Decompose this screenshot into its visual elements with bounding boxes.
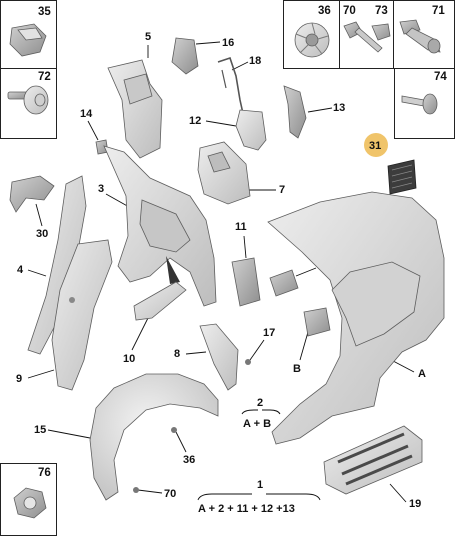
- part-18[interactable]: 18: [217, 55, 261, 119]
- label-4: 4: [17, 264, 24, 276]
- fastener-box-72[interactable]: 72: [0, 68, 57, 139]
- label-70-box: 70: [343, 5, 356, 17]
- part-3[interactable]: 3: [98, 145, 217, 307]
- fastener-box-36-70-73-71[interactable]: 36 70 73 71: [283, 0, 455, 69]
- push-nut-36-icon: [294, 22, 330, 58]
- assembly-2[interactable]: 2 A + B: [241, 397, 281, 430]
- part-7[interactable]: 7: [197, 141, 285, 205]
- part-B[interactable]: B: [293, 307, 331, 375]
- clip-35-icon: [9, 23, 47, 57]
- label-70: 70: [164, 488, 176, 500]
- label-7: 7: [279, 184, 285, 196]
- part-4[interactable]: 4: [17, 175, 87, 355]
- part-36[interactable]: 36: [171, 427, 195, 466]
- label-30: 30: [36, 228, 48, 240]
- label-10: 10: [123, 353, 135, 365]
- label-17: 17: [263, 327, 275, 339]
- part-12[interactable]: 12: [189, 109, 267, 151]
- label-36-box: 36: [318, 5, 331, 17]
- fastener-box-74[interactable]: 74: [394, 68, 455, 139]
- label-5: 5: [145, 31, 151, 43]
- label-71: 71: [432, 5, 445, 17]
- part-14[interactable]: 14: [80, 108, 109, 155]
- part-15[interactable]: 15: [34, 373, 219, 501]
- part-A[interactable]: A: [267, 191, 445, 445]
- label-2: 2: [257, 397, 263, 409]
- fastener-box-76[interactable]: 76: [0, 463, 57, 536]
- label-19: 19: [409, 498, 421, 510]
- label-15: 15: [34, 424, 46, 436]
- grille-31-icon: [387, 159, 417, 195]
- part-70[interactable]: 70: [133, 487, 176, 500]
- rivet-72-icon: [7, 85, 49, 115]
- screw-70-icon: [343, 21, 383, 53]
- label-72: 72: [38, 71, 51, 83]
- part-13[interactable]: 13: [283, 85, 345, 139]
- fastener-box-35[interactable]: 35: [0, 0, 57, 69]
- part-19[interactable]: 19: [323, 425, 423, 510]
- label-1: 1: [257, 479, 263, 491]
- formula-1: A + 2 + 11 + 12 +13: [198, 503, 295, 515]
- bolt-71-icon: [399, 19, 441, 54]
- label-31: 31: [369, 140, 381, 152]
- label-76: 76: [38, 467, 51, 479]
- label-13: 13: [333, 102, 345, 114]
- label-12: 12: [189, 115, 201, 127]
- part-17[interactable]: 17: [245, 327, 275, 365]
- label-11: 11: [235, 221, 247, 233]
- part-5[interactable]: 5: [107, 31, 163, 159]
- pin-74-icon: [401, 93, 438, 115]
- part-10[interactable]: 10: [123, 281, 187, 365]
- highlight-badge: [364, 133, 388, 157]
- label-35: 35: [38, 6, 51, 18]
- label-16: 16: [222, 37, 234, 49]
- label-A: A: [418, 368, 426, 380]
- bolt-73-icon: [371, 23, 391, 41]
- nut-76-icon: [13, 487, 47, 519]
- part-9[interactable]: 9: [16, 239, 113, 391]
- label-18: 18: [249, 55, 261, 67]
- part-16[interactable]: 16: [171, 37, 234, 75]
- label-9: 9: [16, 373, 22, 385]
- label-B: B: [293, 363, 301, 375]
- label-14: 14: [80, 108, 93, 120]
- label-36: 36: [183, 454, 195, 466]
- label-74: 74: [434, 71, 447, 83]
- label-73: 73: [375, 5, 388, 17]
- part-30[interactable]: 30: [9, 175, 55, 240]
- label-8: 8: [174, 348, 180, 360]
- label-3: 3: [98, 183, 104, 195]
- part-31[interactable]: 31: [364, 133, 417, 195]
- part-8[interactable]: 8: [174, 323, 239, 391]
- formula-2: A + B: [243, 418, 271, 430]
- assembly-1[interactable]: 1 A + 2 + 11 + 12 +13: [197, 479, 321, 515]
- part-11[interactable]: 11: [231, 221, 261, 307]
